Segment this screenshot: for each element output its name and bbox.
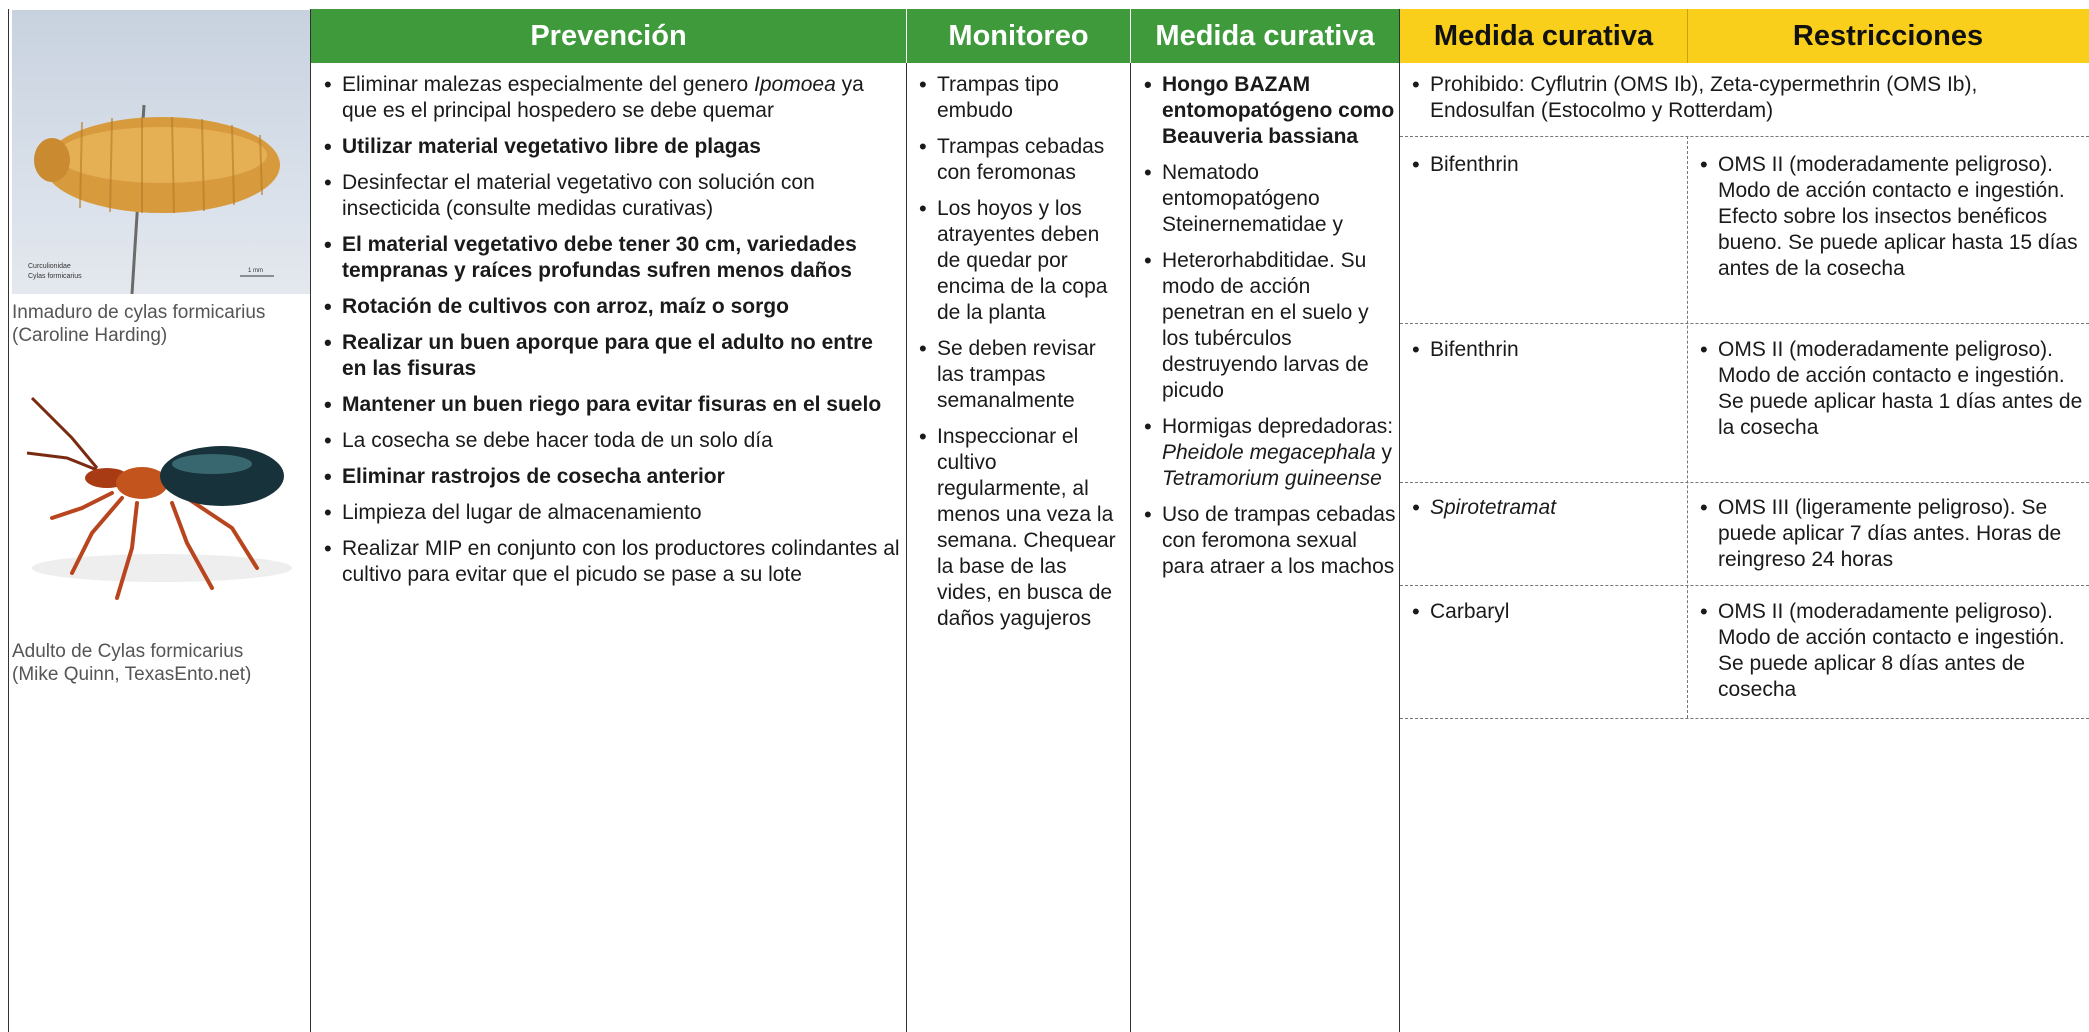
adult-caption: Adulto de Cylas formicarius (Mike Quinn,… [12,640,312,686]
row-divider [1400,718,2089,719]
row-3-product: Spirotetramat [1410,495,1680,521]
list-item: El material vegetativo debe tener 30 cm,… [322,232,900,284]
list-item: Se deben revisar las trampas semanalment… [917,336,1127,414]
list-item: OMS III (ligeramente peligroso). Se pued… [1698,495,2083,573]
larva-caption-line-1: Inmaduro de cylas formicarius [12,302,266,323]
larva-caption-line-2: (Caroline Harding) [12,325,168,346]
list-item: OMS II (moderadamente peligroso). Modo d… [1698,337,2083,441]
row-divider [1400,323,2089,324]
list-item: Heterorhabditidae. Su modo de acción pen… [1142,248,1396,404]
row-3-restriction: OMS III (ligeramente peligroso). Se pued… [1698,495,2083,573]
list-item: Realizar MIP en conjunto con los product… [322,536,900,588]
adult-weevil-illustration [26,396,292,600]
col-divider-images [310,9,311,1032]
row-2-restriction: OMS II (moderadamente peligroso). Modo d… [1698,337,2083,441]
list-item: OMS II (moderadamente peligroso). Modo d… [1698,152,2083,282]
list-item: Carbaryl [1410,599,1680,625]
list-item: Trampas tipo embudo [917,72,1127,124]
list-item: Inspeccionar el cultivo regularmente, al… [917,424,1127,632]
list-item: Trampas cebadas con feromonas [917,134,1127,186]
larva-photo: Curculionidae Cylas formicarius 1 mm [12,10,310,294]
monitoreo-list: Trampas tipo embudo Trampas cebadas con … [917,72,1127,642]
larva-illustration: Curculionidae Cylas formicarius 1 mm [28,104,280,294]
list-item: Limpieza del lugar de almacenamiento [322,500,900,526]
col-divider-prevencion [906,9,907,1032]
list-item: Utilizar material vegetativo libre de pl… [322,134,900,160]
adult-photo [12,358,310,628]
weevil-thorax [116,467,168,499]
list-item: Uso de trampas cebadas con feromona sexu… [1142,502,1396,580]
col-divider-left [8,9,9,1032]
list-item: Nematodo entomopatógeno Steinernematidae… [1142,160,1396,238]
row-divider [1400,482,2089,483]
list-item: Hormigas depredadoras: Pheidole megaceph… [1142,414,1396,492]
list-item: Desinfectar el material vegetativo con s… [322,170,900,222]
row-2-product: Bifenthrin [1410,337,1680,363]
list-item: Eliminar malezas especialmente del gener… [322,72,900,124]
list-item: Spirotetramat [1410,495,1680,521]
adult-caption-line-2: (Mike Quinn, TexasEnto.net) [12,664,252,685]
header-separator [1130,9,1131,63]
prohibido-text: Prohibido: Cyflutrin (OMS Ib), Zeta-cype… [1410,72,2080,124]
list-item: Rotación de cultivos con arroz, maíz o s… [322,294,900,320]
list-item: Hongo BAZAM entomopatógeno como Beauveri… [1142,72,1396,150]
list-item: La cosecha se debe hacer toda de un solo… [322,428,900,454]
row-4-product: Carbaryl [1410,599,1680,625]
scale-label: 1 mm [248,268,263,274]
table-column-divider [1687,136,1688,718]
adult-caption-line-1: Adulto de Cylas formicarius [12,641,244,662]
list-item: Mantener un buen riego para evitar fisur… [322,392,900,418]
header-monitoreo: Monitoreo [907,9,1130,63]
row-divider [1400,585,2089,586]
list-item: Eliminar rastrojos de cosecha anterior [322,464,900,490]
col-divider-monitoreo [1130,9,1131,1032]
header-medida-curativa-yellow: Medida curativa [1400,9,1687,63]
larva-label-2: Cylas formicarius [28,273,82,280]
header-separator-yellow [1687,9,1688,63]
larva-caption: Inmaduro de cylas formicarius (Caroline … [12,301,312,347]
list-item: Bifenthrin [1410,152,1680,178]
header-restricciones: Restricciones [1687,9,2089,63]
col-divider-medida [1399,9,1400,1032]
list-item: Los hoyos y los atrayentes deben de qued… [917,196,1127,326]
header-prevencion: Prevención [311,9,906,63]
row-4-restriction: OMS II (moderadamente peligroso). Modo d… [1698,599,2083,703]
list-item: Bifenthrin [1410,337,1680,363]
row-1-product: Bifenthrin [1410,152,1680,178]
header-medida-curativa-green: Medida curativa [1131,9,1399,63]
row-1-restriction: OMS II (moderadamente peligroso). Modo d… [1698,152,2083,282]
list-item: OMS II (moderadamente peligroso). Modo d… [1698,599,2083,703]
medida-curativa-list: Hongo BAZAM entomopatógeno como Beauveri… [1142,72,1396,590]
header-separator [906,9,907,63]
list-item: Prohibido: Cyflutrin (OMS Ib), Zeta-cype… [1410,72,2080,124]
larva-label-1: Curculionidae [28,263,71,270]
row-divider [1400,136,2089,137]
prevencion-list: Eliminar malezas especialmente del gener… [322,72,900,598]
list-item: Realizar un buen aporque para que el adu… [322,330,900,382]
